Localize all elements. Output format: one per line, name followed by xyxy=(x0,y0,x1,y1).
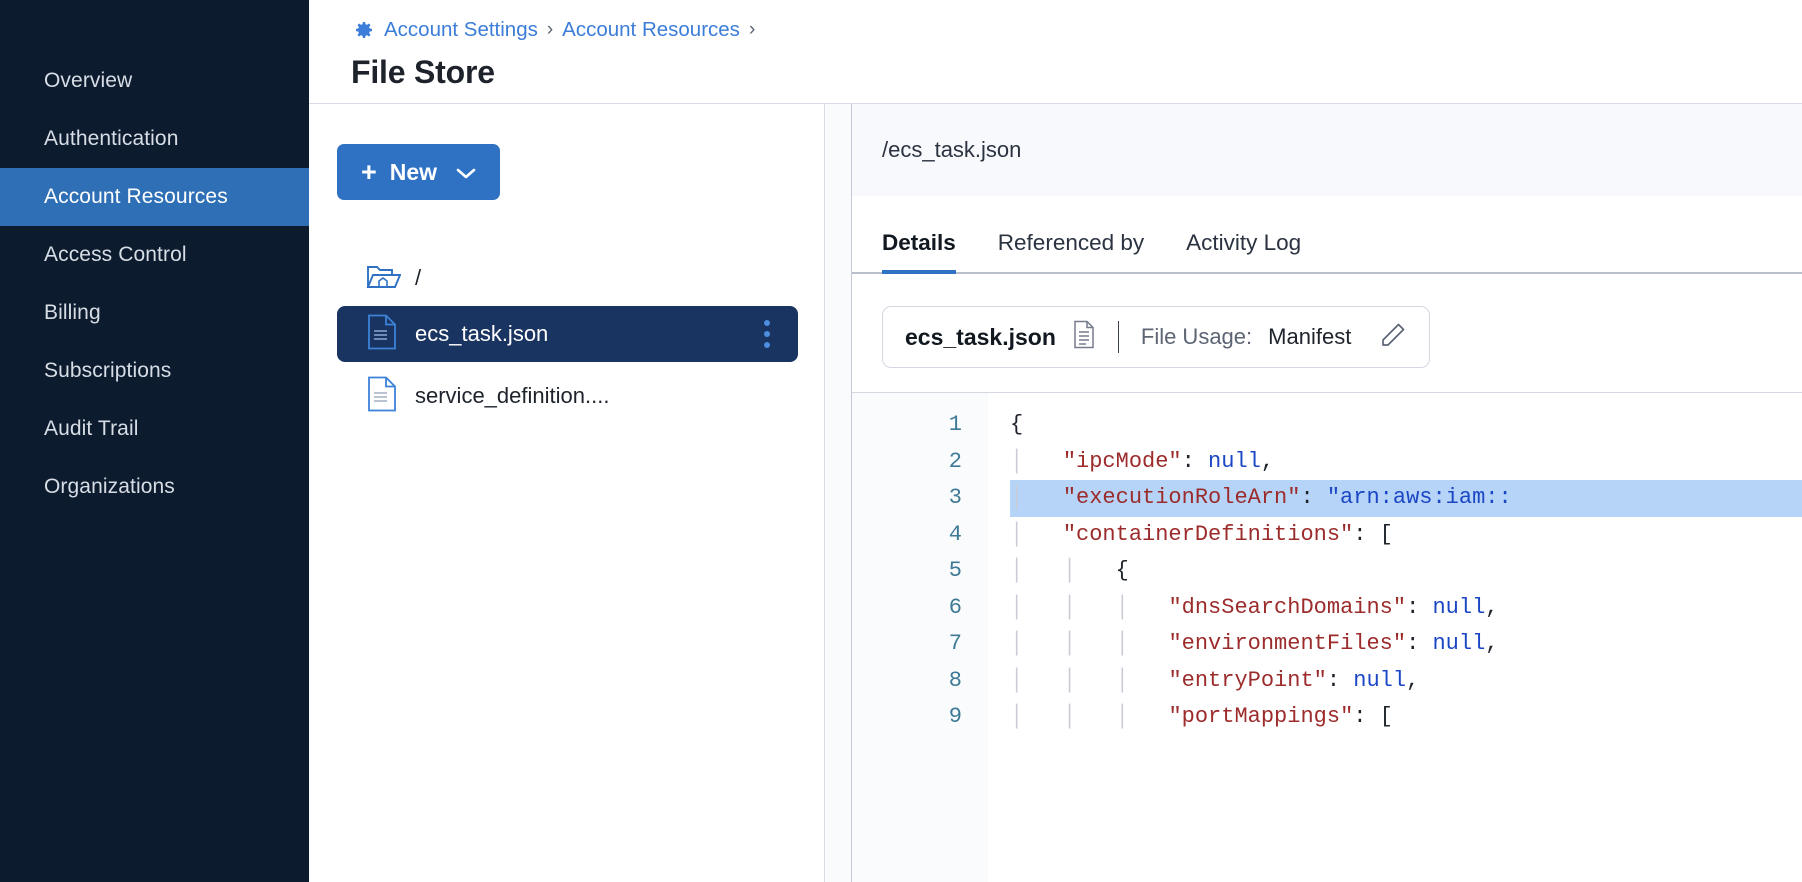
tree-root-label: / xyxy=(415,265,422,290)
line-number: 5 xyxy=(948,558,962,583)
file-list-item[interactable]: service_definition.... xyxy=(337,368,798,424)
detail-tabs: Details Referenced by Activity Log xyxy=(852,196,1802,275)
sidebar-item-overview[interactable]: Overview xyxy=(0,52,309,110)
new-button-label: New xyxy=(389,158,438,185)
detail-body: /ecs_task.json Details Referenced by Activ… xyxy=(852,104,1802,882)
file-tree-panel: + New xyxy=(309,104,825,882)
line-number: 8 xyxy=(948,667,962,693)
code-line[interactable]: │ │ │ "portMappings": [ xyxy=(1010,704,1393,729)
line-number: 9 xyxy=(948,704,962,729)
plus-icon: + xyxy=(361,156,377,187)
file-json-icon xyxy=(367,376,397,417)
folder-home-icon xyxy=(365,261,402,296)
file-tree: / ecs_task.json service_definition.... xyxy=(337,256,798,424)
tab-referenced-by[interactable]: Referenced by xyxy=(998,230,1144,275)
sidebar-item-label: Subscriptions xyxy=(44,359,172,382)
usage-divider xyxy=(1117,321,1119,353)
pencil-icon[interactable] xyxy=(1379,321,1407,354)
sidebar-item-authentication[interactable]: Authentication xyxy=(0,110,309,168)
file-path-text: /ecs_task.json xyxy=(882,137,1022,162)
sidebar-item-label: Organizations xyxy=(44,475,175,498)
file-json-icon xyxy=(367,314,397,355)
sidebar-item-organizations[interactable]: Organizations xyxy=(0,458,309,516)
line-number: 6 xyxy=(948,594,962,620)
main-area: Account Settings › Account Resources › F… xyxy=(309,0,1802,882)
usage-value: Manifest xyxy=(1268,324,1352,349)
code-line[interactable]: { xyxy=(1010,412,1024,437)
code-editor[interactable]: 1 2 3 4 5 6 7 8 9 { │ "ipcMode": null, │ "executio… xyxy=(852,392,1802,882)
kebab-menu-icon[interactable] xyxy=(756,316,778,352)
breadcrumb-separator-trailing: › xyxy=(748,19,756,40)
file-list-item[interactable]: ecs_task.json xyxy=(337,306,798,362)
tab-label: Referenced by xyxy=(997,230,1145,255)
tab-details[interactable]: Details xyxy=(882,230,956,275)
line-number: 7 xyxy=(948,631,962,656)
usage-file-name: ecs_task.json xyxy=(905,323,1056,350)
code-line[interactable]: │ │ │ "environmentFiles": null, xyxy=(1010,631,1499,656)
sidebar-item-label: Billing xyxy=(44,301,101,324)
file-name: service_definition.... xyxy=(415,383,610,408)
sidebar-item-subscriptions[interactable]: Subscriptions xyxy=(0,342,309,400)
code-line[interactable]: │ │ │ "entryPoint": null, xyxy=(1010,667,1420,693)
tab-activity-log[interactable]: Activity Log xyxy=(1186,230,1301,275)
code-line[interactable]: │ │ │ "dnsSearchDomains": null, xyxy=(1010,594,1499,620)
line-number: 4 xyxy=(948,521,962,547)
code-line[interactable]: │ "ipcMode": null, xyxy=(1010,448,1275,474)
panel-scrollbar[interactable] xyxy=(825,104,852,882)
usage-section: ecs_task.json File Usage: Manifest xyxy=(852,274,1802,392)
tab-label: Details xyxy=(882,230,956,255)
content-area: + New xyxy=(309,104,1802,882)
tab-label: Activity Log xyxy=(1186,230,1302,255)
new-button[interactable]: + New xyxy=(337,144,501,200)
sidebar-item-account-resources[interactable]: Account Resources xyxy=(0,168,309,226)
line-number: 1 xyxy=(948,412,962,437)
sidebar-item-label: Access Control xyxy=(44,243,187,266)
sidebar-item-label: Account Resources xyxy=(44,185,228,208)
breadcrumb-item-account-settings[interactable]: Account Settings xyxy=(384,18,538,41)
code-line[interactable]: │ "executionRoleArn": "arn:aws:iam:: xyxy=(1010,480,1802,517)
page-title: File Store xyxy=(351,54,495,90)
breadcrumb-item-account-resources[interactable]: Account Resources xyxy=(562,18,740,41)
breadcrumb: Account Settings › Account Resources › xyxy=(351,10,1802,50)
document-icon xyxy=(1072,320,1096,354)
sidebar-item-access-control[interactable]: Access Control xyxy=(0,226,309,284)
file-path-bar: /ecs_task.json xyxy=(852,104,1802,196)
usage-label: File Usage: xyxy=(1140,324,1253,349)
code-content[interactable]: { │ "ipcMode": null, │ "executionRoleArn":… xyxy=(988,393,1802,882)
line-number: 2 xyxy=(948,448,962,474)
sidebar-item-billing[interactable]: Billing xyxy=(0,284,309,342)
sidebar-item-audit-trail[interactable]: Audit Trail xyxy=(0,400,309,458)
sidebar-item-label: Authentication xyxy=(44,127,179,150)
sidebar-item-label: Audit Trail xyxy=(44,417,139,440)
file-name: ecs_task.json xyxy=(415,321,549,346)
file-usage-card: ecs_task.json File Usage: Manifest xyxy=(882,306,1431,368)
top-bar: Account Settings › Account Resources › F… xyxy=(309,0,1802,104)
detail-panel: /ecs_task.json Details Referenced by Activ… xyxy=(825,104,1802,882)
chevron-down-icon xyxy=(456,159,476,186)
sidebar-item-label: Overview xyxy=(44,69,133,92)
tree-root-folder[interactable]: / xyxy=(337,256,798,300)
gear-icon xyxy=(351,18,375,42)
line-number: 3 xyxy=(948,485,962,510)
code-line[interactable]: │ │ { xyxy=(1010,558,1129,583)
breadcrumb-separator: › xyxy=(546,19,554,40)
file-list: ecs_task.json service_definition.... xyxy=(337,306,798,424)
line-number-gutter: 1 2 3 4 5 6 7 8 9 xyxy=(852,393,988,882)
code-line[interactable]: │ "containerDefinitions": [ xyxy=(1010,521,1393,547)
